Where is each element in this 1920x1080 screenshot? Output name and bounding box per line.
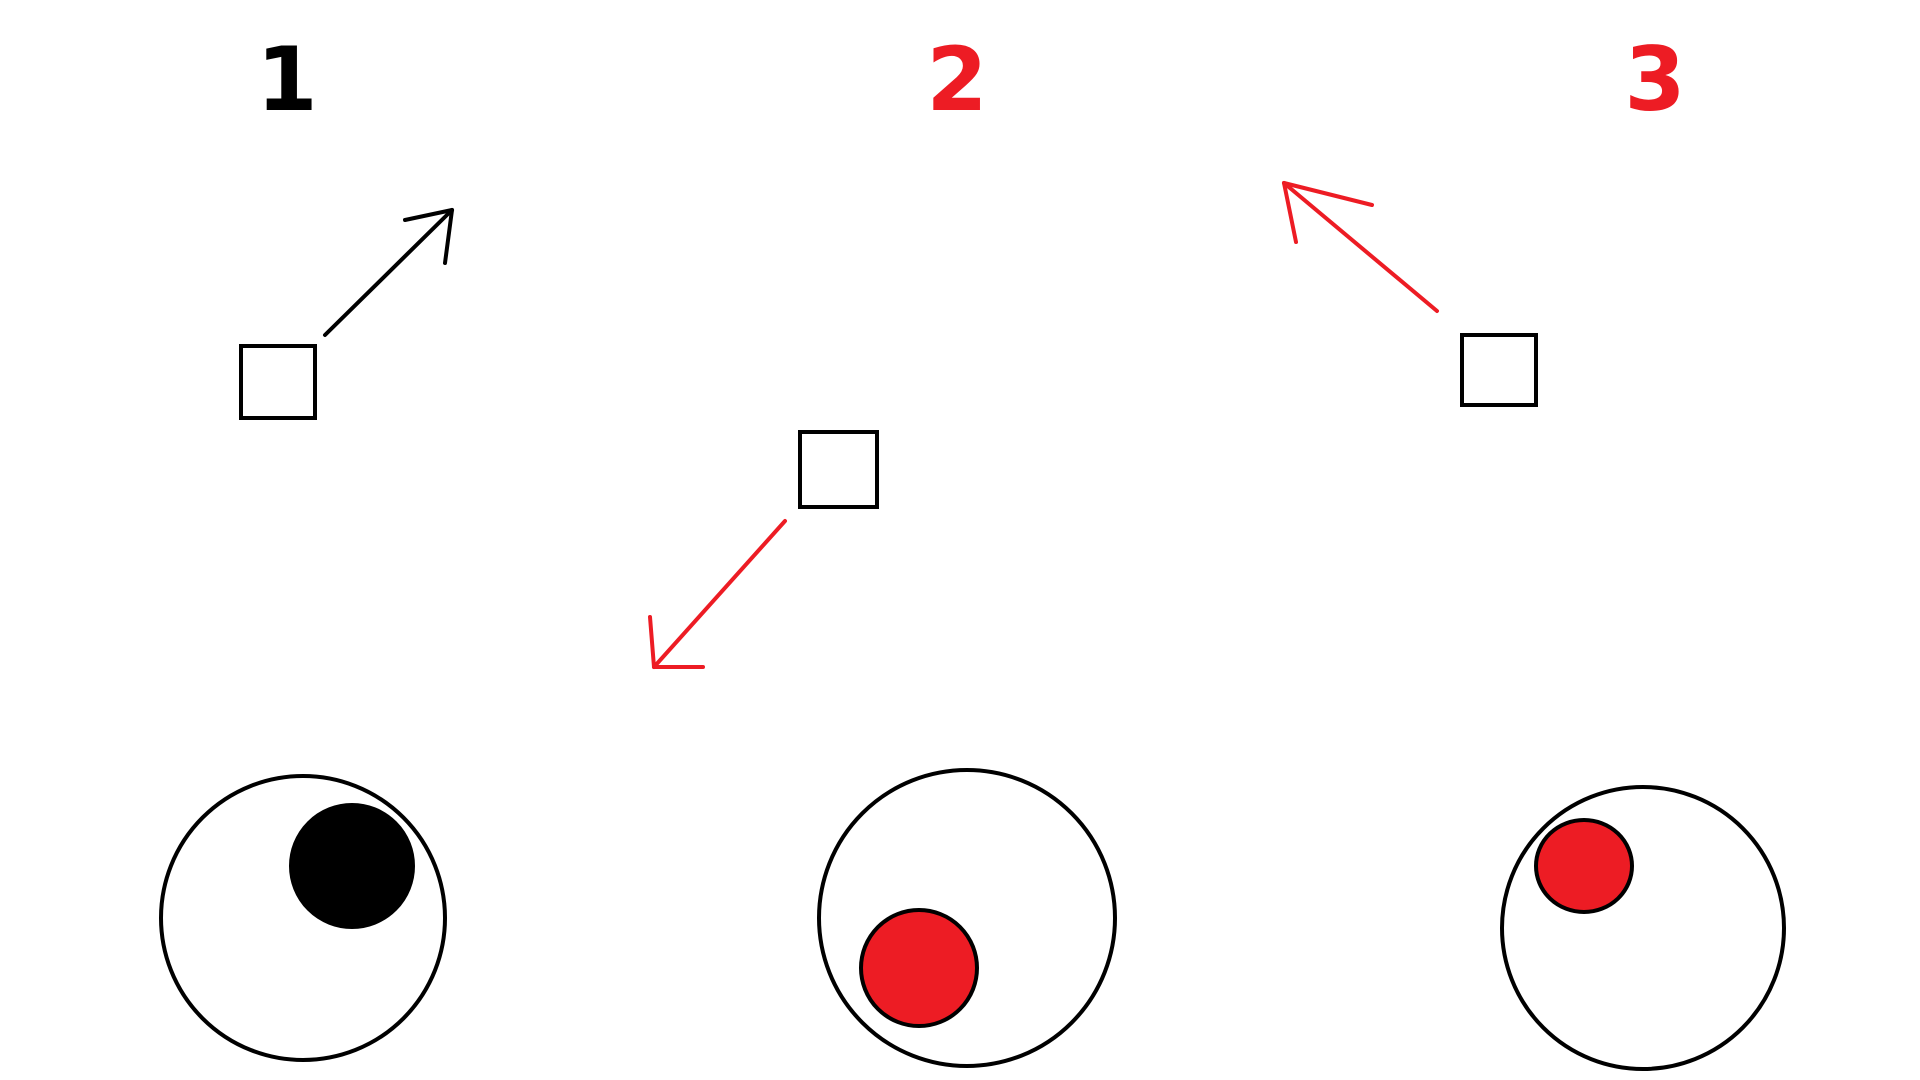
panel-2: 2 (648, 28, 1117, 1068)
panel-3-dot (1534, 818, 1634, 914)
panel-2-arrow (648, 519, 787, 669)
panel-1: 1 (159, 28, 454, 1062)
panel-3: 3 (1282, 28, 1786, 1071)
panel-1-label: 1 (256, 28, 317, 131)
panel-2-dot (859, 908, 979, 1028)
panel-3-arrow (1282, 181, 1439, 313)
panel-3-label: 3 (1624, 28, 1685, 131)
panel-3-square (1460, 333, 1538, 407)
panel-1-square (239, 344, 317, 420)
panel-1-outer-circle (159, 774, 447, 1062)
panel-2-label: 2 (926, 28, 987, 131)
panel-1-arrow (323, 208, 454, 337)
panel-3-outer-circle (1500, 785, 1786, 1071)
panel-2-square (798, 430, 879, 509)
panel-2-outer-circle (817, 768, 1117, 1068)
panel-1-dot (289, 803, 415, 929)
